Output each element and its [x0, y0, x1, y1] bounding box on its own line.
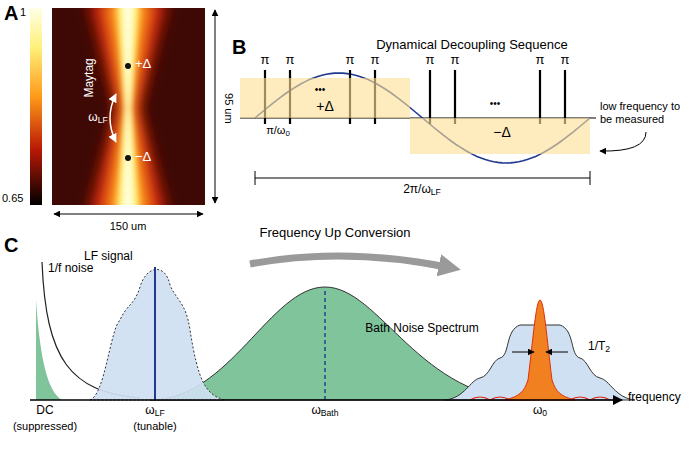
- band-label: −Δ: [493, 124, 511, 140]
- position-label: −Δ: [135, 150, 151, 165]
- curve-label: LF signal: [84, 250, 133, 264]
- axis-label: frequency: [628, 391, 681, 405]
- signal-note: low frequency to be measured: [600, 100, 688, 125]
- panel-letter: A: [4, 2, 18, 25]
- pulse-spacing: π/ω0: [266, 124, 290, 137]
- pulse-label: π: [561, 53, 570, 68]
- conversion-label: Frequency Up Conversion: [259, 226, 410, 241]
- dimension-label: 150 um: [110, 220, 147, 233]
- axis-tick-note: (suppressed): [13, 420, 77, 433]
- dimension-label: 95 um: [222, 93, 235, 124]
- pulse-label: π: [286, 53, 295, 68]
- pulse-label: π: [451, 53, 460, 68]
- pulse-label: π: [346, 53, 355, 68]
- colorbar-tick: 0.65: [2, 192, 23, 205]
- heatmap: [52, 8, 205, 205]
- phase-band: −Δ: [410, 118, 590, 154]
- curve-label: Bath Noise Spectrum: [365, 322, 478, 336]
- curve-label: 1/f noise: [48, 262, 93, 276]
- axis-tick-note: (tunable): [133, 420, 176, 433]
- width-dimension: [54, 214, 203, 215]
- period-label: 2π/ωLF: [403, 183, 441, 197]
- colorbar: [30, 8, 42, 205]
- axis-tick-label: ωBath: [311, 404, 338, 418]
- pulse-label: π: [536, 53, 545, 68]
- position-dot: [125, 155, 131, 161]
- axis-tick-label: DC: [36, 404, 53, 418]
- ellipsis: •••: [315, 84, 326, 96]
- linewidth-label: 1/T2: [588, 340, 610, 354]
- panel-letter: C: [4, 234, 18, 257]
- position-label: +Δ: [135, 57, 151, 72]
- spectrum-plot: [30, 256, 635, 400]
- panel-letter: B: [232, 36, 246, 59]
- height-dimension: [215, 10, 216, 203]
- position-dot: [125, 63, 131, 69]
- oscillation-arrow: [110, 94, 116, 142]
- pulse-label: π: [426, 53, 435, 68]
- pulse-label: π: [371, 53, 380, 68]
- colorbar-tick: 1: [20, 6, 26, 19]
- ellipsis: •••: [490, 98, 501, 110]
- pulse-label: π: [261, 53, 270, 68]
- sequence-title: Dynamical Decoupling Sequence: [376, 38, 568, 53]
- axis-tick-label: ω0: [533, 404, 547, 418]
- pulse-sequence: [240, 70, 646, 185]
- axis-tick-label: ωLF: [145, 404, 164, 418]
- object-label: Maytag: [83, 58, 97, 97]
- frequency-label: ωLF: [88, 111, 107, 125]
- band-label: +Δ: [316, 98, 334, 114]
